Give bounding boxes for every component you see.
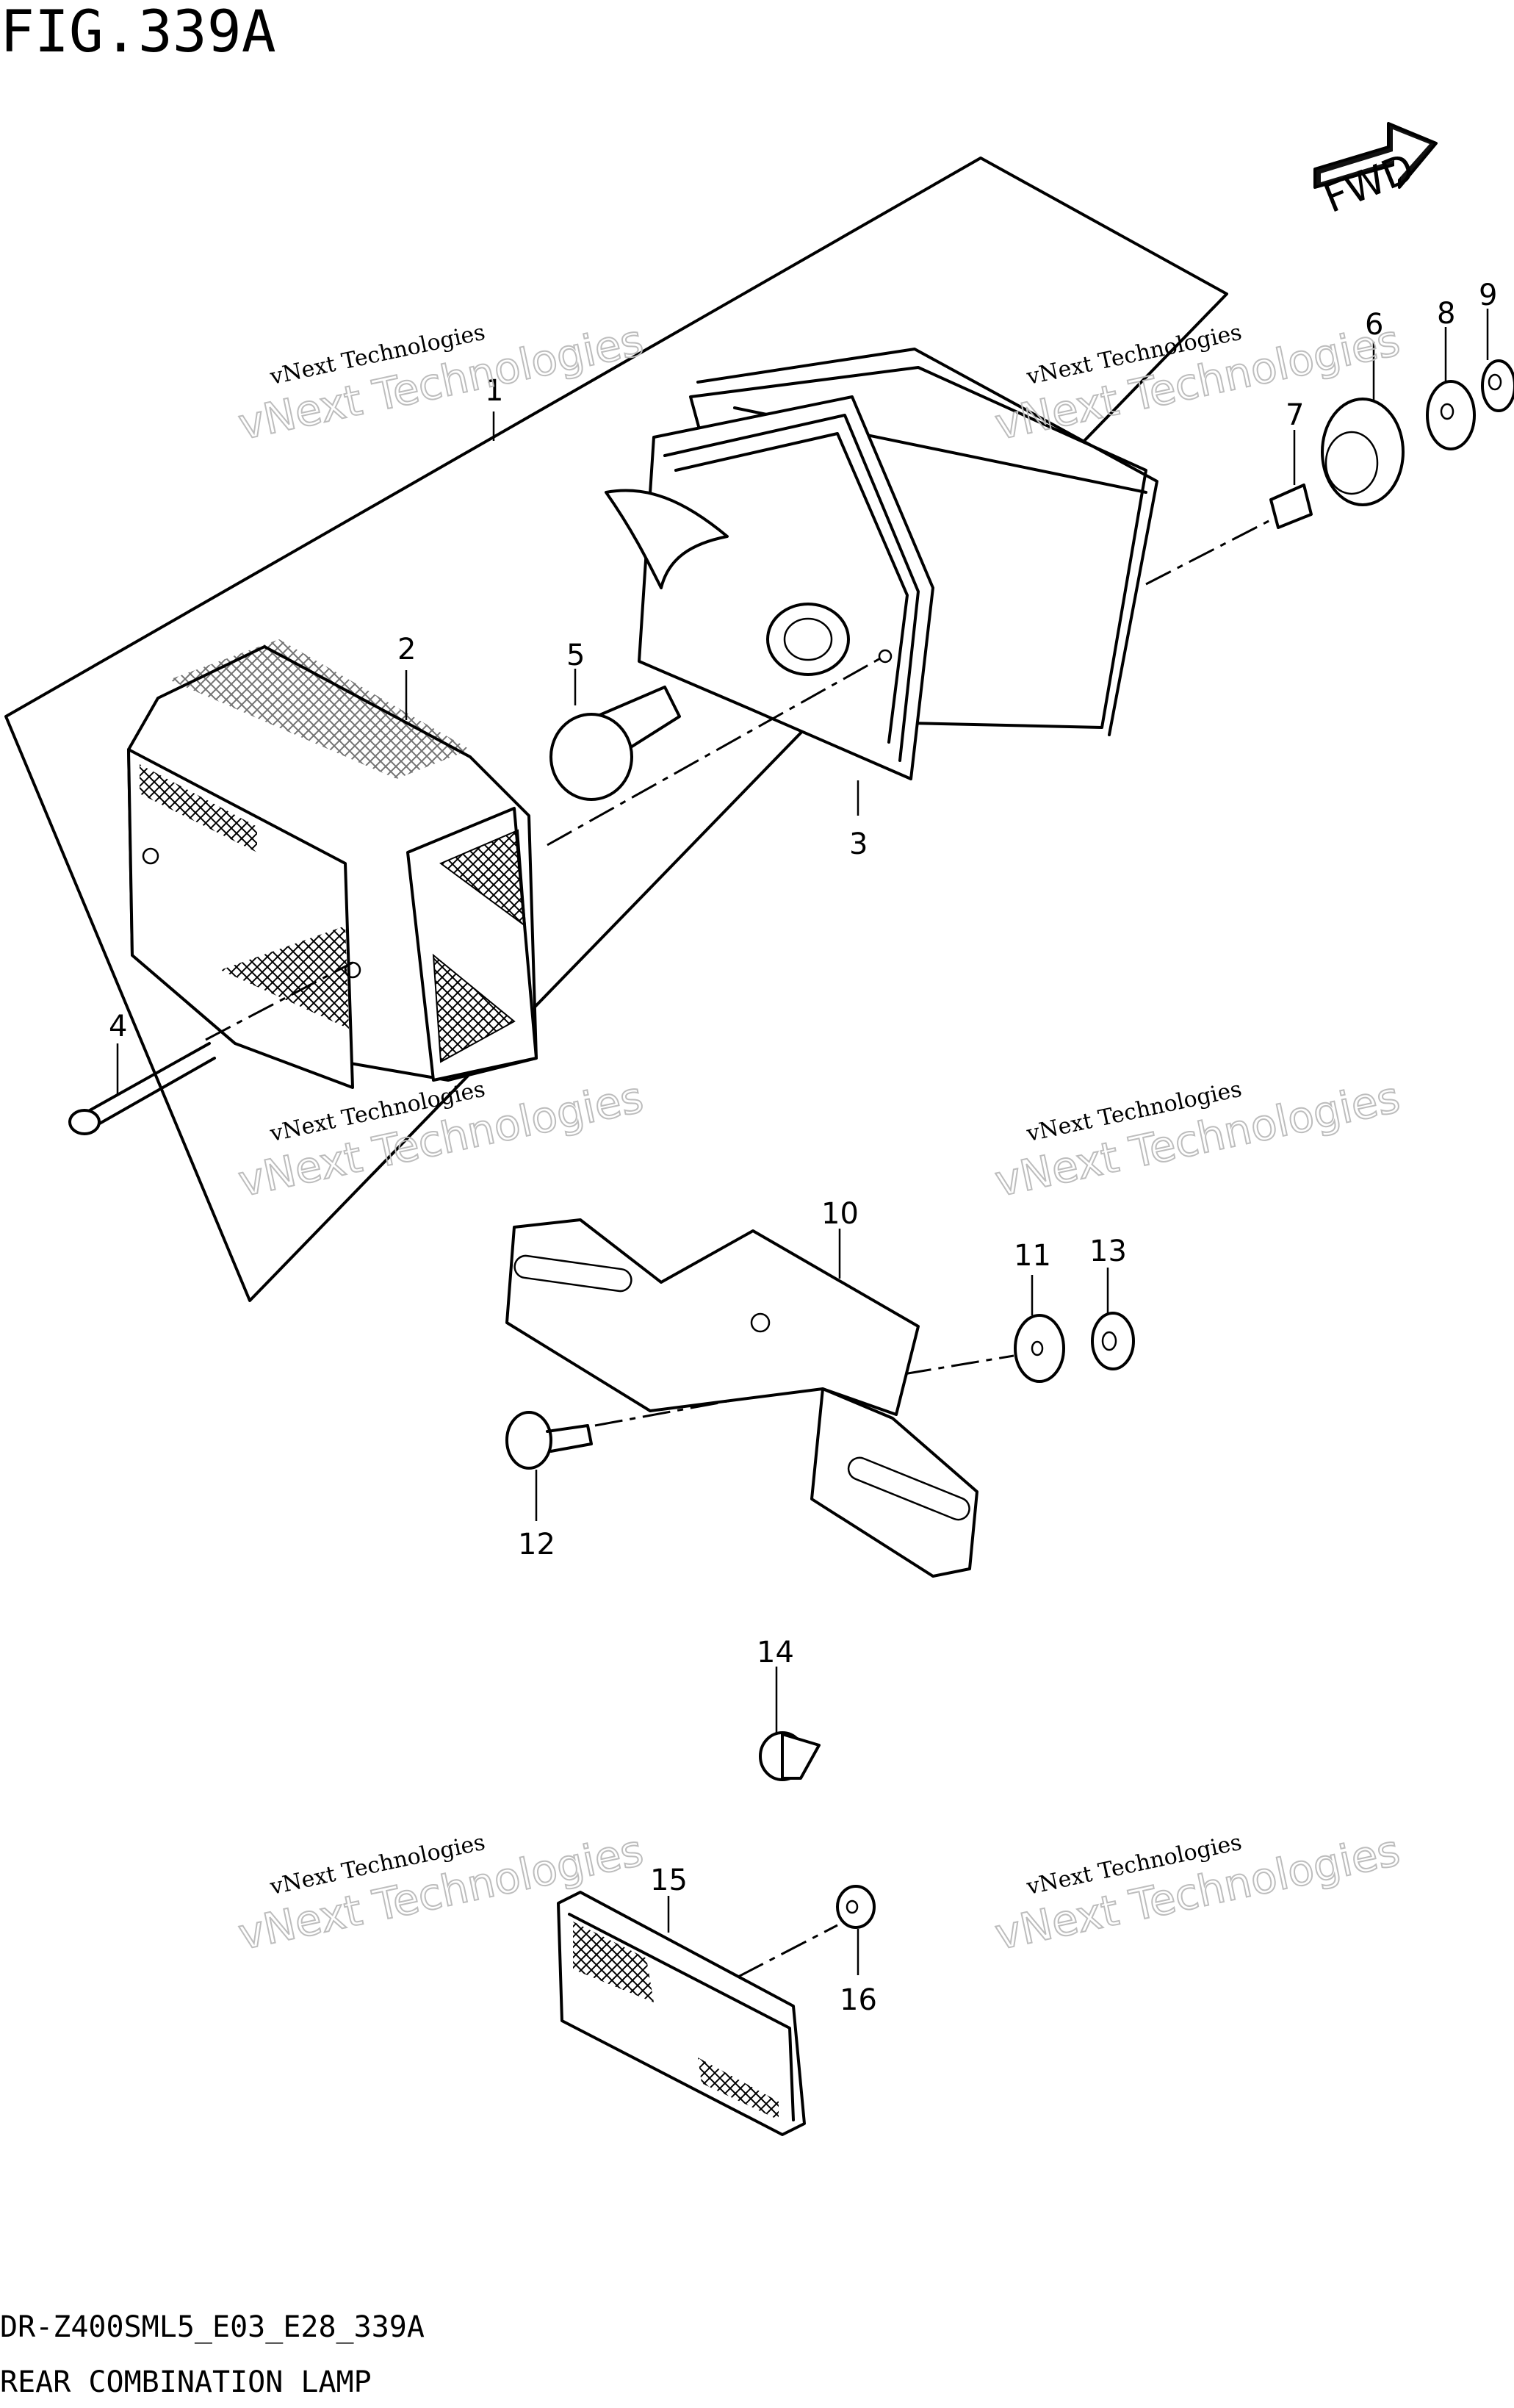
lamp-housing xyxy=(605,348,1158,780)
nut xyxy=(1481,359,1514,412)
figure-caption: REAR COMBINATION LAMP xyxy=(0,2365,372,2399)
lamp-lens xyxy=(127,639,538,1089)
callout-5: 5 xyxy=(566,639,585,672)
callout-12: 12 xyxy=(518,1528,555,1561)
lens-screw xyxy=(68,1042,216,1135)
reflector-nut xyxy=(836,1885,876,1929)
bracket-screw xyxy=(505,1411,593,1470)
callout-1: 1 xyxy=(485,374,503,408)
bracket-washer xyxy=(1014,1314,1065,1383)
figure-title: FIG.339A xyxy=(0,0,276,65)
watermark-4: vNext Technologies vNext Technologies xyxy=(990,1071,1405,1207)
callout-16: 16 xyxy=(840,1983,877,2017)
callout-8: 8 xyxy=(1437,297,1455,331)
callout-9: 9 xyxy=(1479,278,1497,312)
callout-10: 10 xyxy=(821,1197,859,1231)
callout-11: 11 xyxy=(1014,1239,1051,1273)
callout-15: 15 xyxy=(650,1863,688,1897)
bulb xyxy=(549,686,681,801)
spacer xyxy=(1269,484,1313,529)
callout-6: 6 xyxy=(1365,308,1383,342)
callout-7: 7 xyxy=(1286,398,1304,432)
watermark-1: vNext Technologies vNext Technologies xyxy=(234,315,648,450)
guide-lines xyxy=(205,517,1275,1978)
callout-4: 4 xyxy=(109,1010,127,1043)
reflector xyxy=(557,1891,806,2136)
grommet xyxy=(1321,398,1405,506)
bracket-nut xyxy=(1091,1312,1135,1370)
fwd-arrow-icon: FWD xyxy=(1313,122,1438,222)
watermark-6: vNext Technologies vNext Technologies xyxy=(990,1825,1405,1960)
license-bracket xyxy=(505,1218,978,1578)
callout-2: 2 xyxy=(397,633,416,666)
callout-3: 3 xyxy=(849,827,868,861)
washer xyxy=(1426,380,1476,450)
callout-14: 14 xyxy=(757,1636,794,1670)
cushion xyxy=(759,1731,821,1781)
callout-labels: 1 2 3 4 5 6 7 8 9 10 11 12 13 14 15 16 xyxy=(109,278,1497,2017)
model-code: DR-Z400SML5_E03_E28_339A xyxy=(0,2310,425,2344)
leader-lines xyxy=(116,309,1489,1975)
callout-13: 13 xyxy=(1089,1234,1127,1268)
assembly-outline xyxy=(4,157,1228,1302)
